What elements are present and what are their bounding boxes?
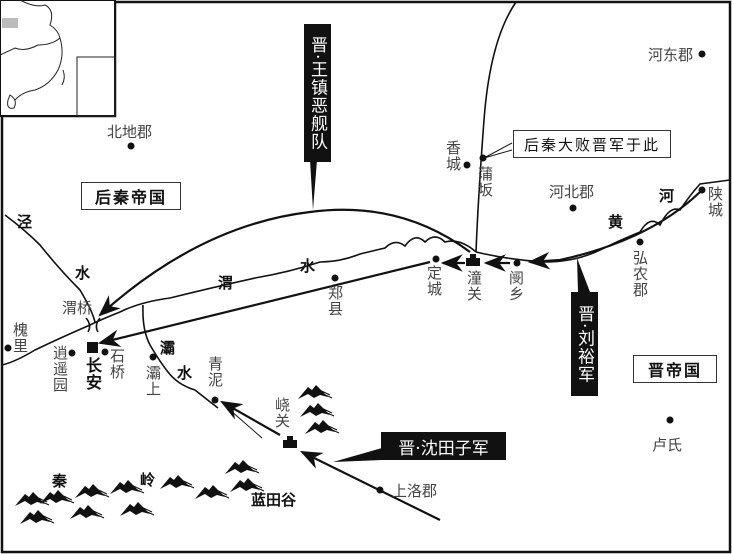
place-lantiangu: 蓝田谷: [251, 491, 297, 509]
shen-tianzi-army-label: 晋·沈田子军: [381, 432, 506, 460]
place-yaoguan: 峣关: [273, 397, 291, 429]
place-shiqiao: 石桥: [108, 348, 126, 380]
river-label-ba-shui: 水: [177, 364, 193, 382]
place-changan: 长安: [83, 357, 102, 391]
wang-zhen-e-route: [98, 208, 471, 317]
shen-tianzi-route-1: [300, 451, 441, 521]
wei-bridge: [85, 317, 101, 333]
later-qin-label: 后秦帝国: [81, 182, 181, 210]
ba-river: [142, 304, 219, 409]
yellow-river-east: [475, 179, 731, 263]
river-label-ba: 灞: [160, 339, 176, 357]
yellow-river-north: [475, 1, 517, 253]
river-label-huang: 黄: [608, 213, 624, 231]
place-xiaoyaoyuan: 逍遥园: [51, 345, 69, 393]
river-label-jing-shui: 水: [75, 264, 91, 282]
mountain-label-ling: 岭: [140, 471, 156, 489]
jin-label: 晋帝国: [633, 355, 717, 383]
liu-yu-route-1: [527, 191, 701, 270]
wang-zhen-e-fleet-label: 晋·王镇恶舰队: [304, 24, 331, 162]
place-qingni: 青泥: [206, 356, 224, 388]
river-label-jing: 泾: [17, 213, 33, 231]
place-weiqiao: 渭桥: [62, 299, 93, 317]
place-puban: 蒲坂: [476, 166, 494, 198]
jing-river: [4, 214, 96, 323]
place-shancheng: 陕城: [706, 186, 724, 218]
place-hedong: 河东郡: [648, 46, 694, 64]
callout-defeat: 后秦大败晋军于此: [513, 130, 671, 158]
place-hebei: 河北郡: [549, 183, 595, 201]
place-wenxiang: 阌乡: [507, 270, 525, 302]
shen-tianzi-route-2: [220, 400, 281, 436]
river-label-wei-shui: 水: [300, 257, 316, 275]
mountain-label-qin: 秦: [52, 472, 68, 490]
changan-capital-icon: [87, 342, 98, 353]
routes: [97, 191, 701, 521]
place-zhengxian: 郑县: [326, 285, 344, 317]
place-xiangcheng: 香城: [444, 140, 462, 172]
place-dots: [4, 50, 706, 494]
river-label-wei: 渭: [218, 274, 234, 292]
liu-yu-army-label: 晋·刘裕军: [571, 292, 598, 396]
place-bashang: 灞上: [144, 365, 162, 397]
place-shangluo: 上洛郡: [392, 482, 438, 500]
place-hongnong: 弘农郡: [631, 250, 649, 298]
place-dingcheng: 定城: [425, 265, 443, 297]
place-lushi: 卢氏: [652, 436, 683, 454]
river-label-he: 河: [659, 187, 675, 205]
tongguan-pass-icon: [466, 254, 480, 266]
place-beidi: 北地郡: [107, 123, 153, 141]
place-tongguan: 潼关: [465, 270, 483, 302]
liu-yu-route-2: [97, 260, 431, 347]
inset-map: [0, 0, 116, 117]
place-huaili: 槐里: [11, 322, 29, 354]
yaoguan-pass-icon: [283, 436, 297, 448]
